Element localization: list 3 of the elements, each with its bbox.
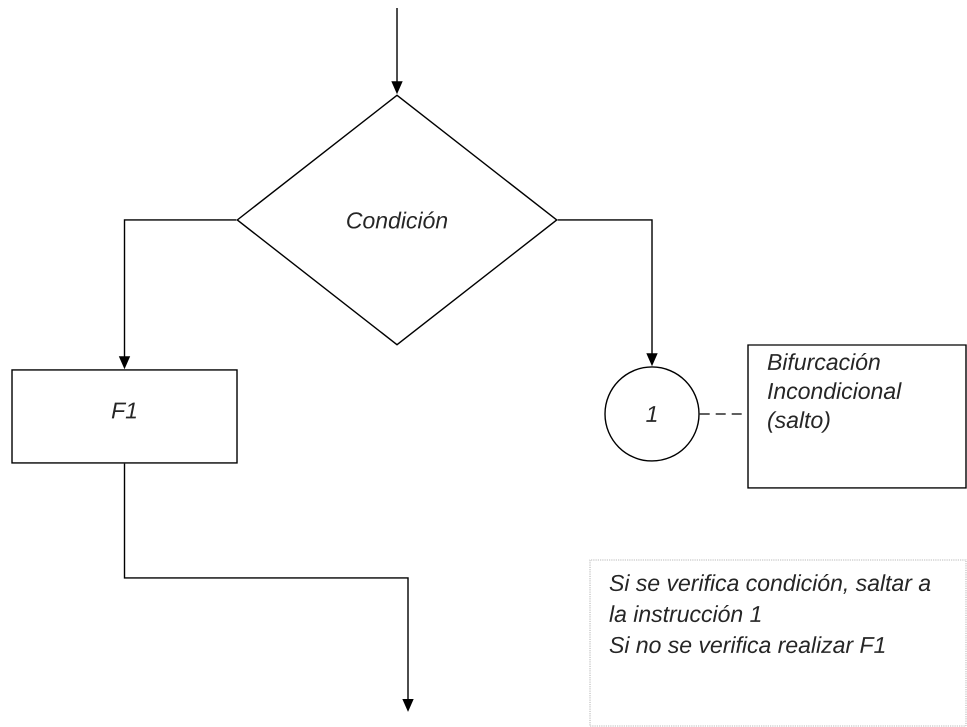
process-box: F1 <box>11 369 238 464</box>
note-box: Si se verifica condición, saltar a la instrucción 1 Si no se verifica realizar F1 <box>590 560 966 726</box>
annotation-box: Bifurcación Incondicional (salto) <box>747 344 967 489</box>
